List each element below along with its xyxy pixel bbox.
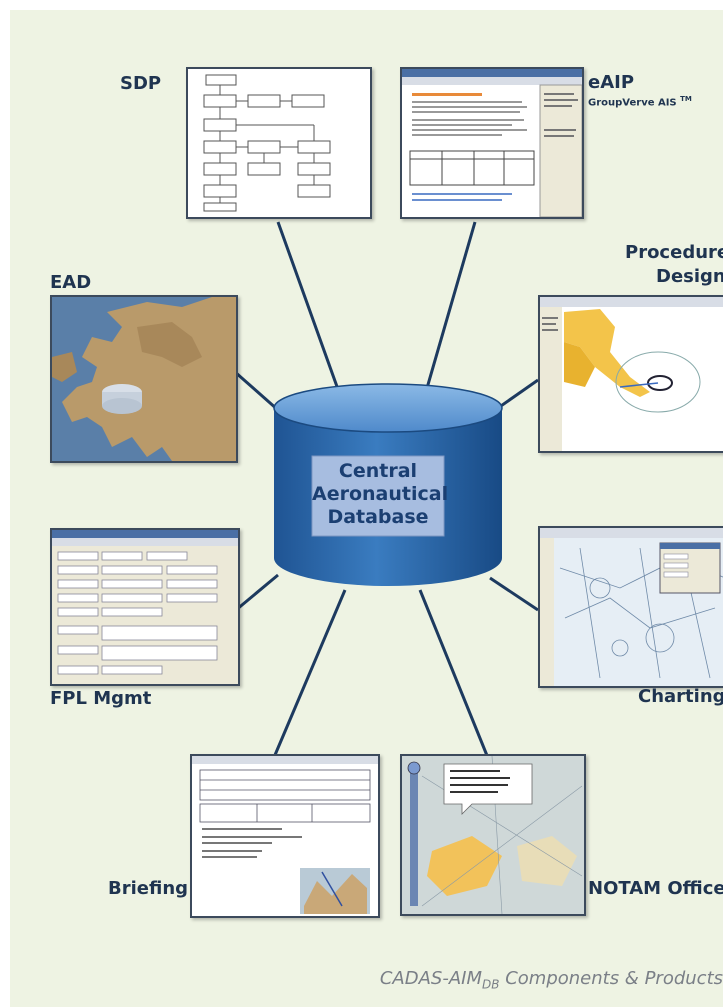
label-procedure-line1: Procedure: [625, 242, 723, 263]
database-label: Central Aeronautical Database: [312, 460, 449, 529]
database-cylinder: [273, 383, 503, 586]
connector-eaip: [423, 221, 477, 396]
label-fpl: FPL Mgmt: [50, 688, 152, 709]
briefing-screenshot: [190, 754, 380, 918]
connector-notam: [418, 589, 490, 759]
label-briefing: Briefing: [108, 878, 189, 899]
figure-caption: CADAS-AIMDB Components & Products: [380, 968, 723, 992]
caption-rest: Components & Products: [499, 968, 723, 989]
database-label-line3: Database: [327, 506, 429, 528]
connector-charting: [489, 576, 539, 612]
label-ead: EAD: [50, 272, 92, 293]
eaip-screenshot: [400, 67, 584, 219]
connector-briefing: [273, 589, 347, 756]
connector-sdp: [276, 221, 342, 396]
diagram-panel: Central Aeronautical Database: [10, 10, 723, 1007]
label-notam: NOTAM Office: [588, 878, 723, 899]
procedure-design-screenshot: [538, 295, 723, 453]
caption-sub: DB: [482, 977, 500, 992]
charting-screenshot: [538, 526, 723, 688]
label-eaip-tm: TM: [680, 95, 692, 103]
label-eaip-sub-text: GroupVerve AIS: [588, 97, 677, 109]
label-sdp: SDP: [120, 73, 162, 94]
database-label-line1: Central: [338, 460, 418, 482]
notam-screenshot: [400, 754, 586, 916]
label-eaip-sub: GroupVerve AIS TM: [588, 95, 692, 108]
label-procedure-line2: Design: [656, 266, 723, 287]
label-charting: Charting: [638, 686, 723, 707]
ead-screenshot: [50, 295, 238, 463]
sdp-screenshot: [186, 67, 372, 219]
connector-ead: [234, 370, 279, 412]
fpl-screenshot: [50, 528, 240, 686]
label-eaip: eAIP: [588, 72, 635, 93]
database-label-line2: Aeronautical: [312, 483, 449, 505]
caption-main: CADAS-AIM: [379, 968, 482, 989]
connector-fpl: [235, 573, 279, 612]
